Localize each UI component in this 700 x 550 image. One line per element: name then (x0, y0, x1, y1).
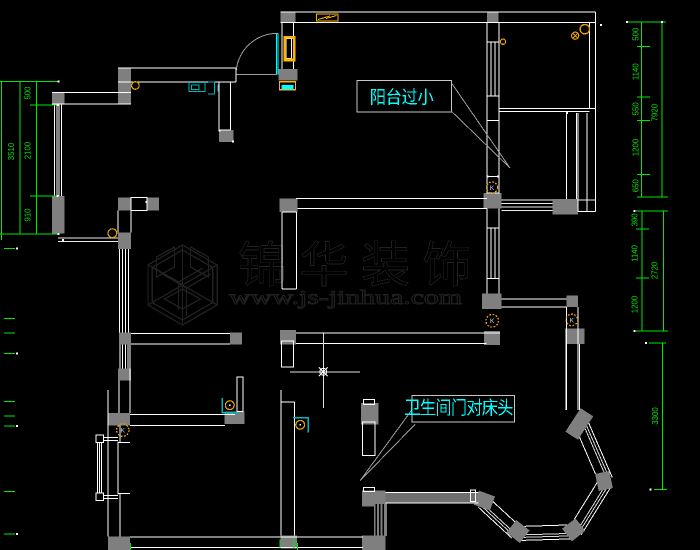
svg-text:K: K (490, 185, 495, 192)
svg-text:500: 500 (24, 86, 33, 100)
svg-text:500: 500 (632, 27, 641, 41)
svg-text:K: K (121, 428, 126, 435)
svg-text:1140: 1140 (632, 63, 641, 80)
svg-text:550: 550 (632, 102, 641, 116)
svg-text:3300: 3300 (651, 407, 660, 425)
svg-text:K: K (490, 318, 495, 325)
svg-text:K: K (570, 317, 575, 324)
svg-text:7920: 7920 (651, 103, 660, 121)
svg-text:3510: 3510 (7, 142, 16, 160)
svg-text:910: 910 (24, 208, 33, 222)
svg-text:650: 650 (632, 179, 641, 193)
svg-text:2720: 2720 (651, 261, 660, 279)
svg-text:1140: 1140 (631, 244, 640, 261)
svg-text:www.js-jinhua.com: www.js-jinhua.com (229, 287, 463, 309)
svg-text:390: 390 (631, 213, 640, 227)
svg-text:2100: 2100 (24, 141, 33, 159)
svg-text:1200: 1200 (631, 295, 640, 313)
svg-text:1200: 1200 (632, 138, 641, 156)
